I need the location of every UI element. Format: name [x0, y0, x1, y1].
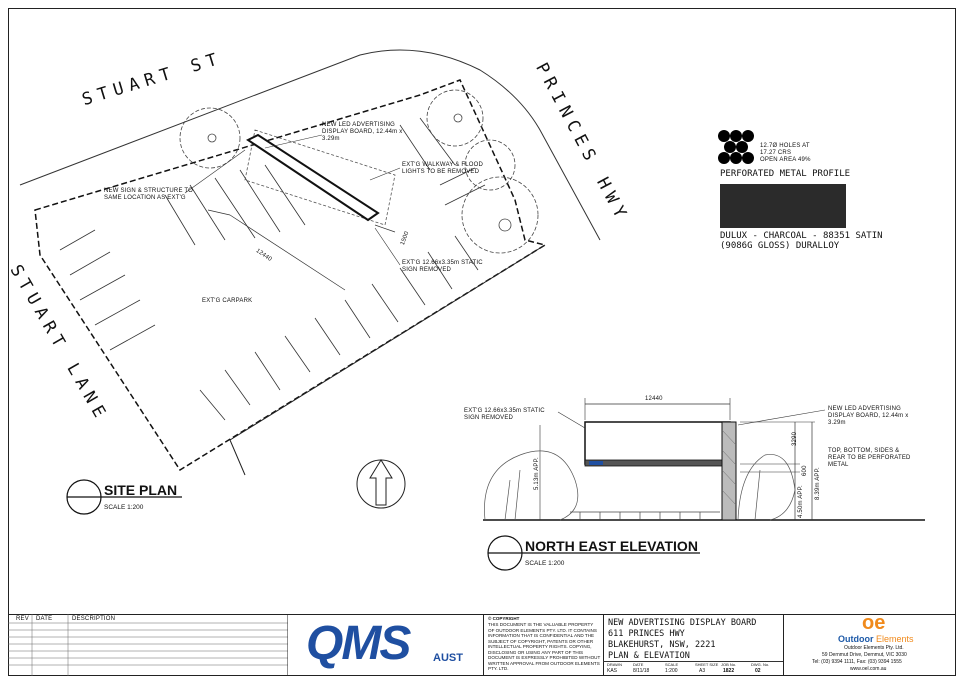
rev-col: REV [16, 616, 29, 622]
copyright-head: © COPYRIGHT [488, 616, 520, 621]
elevation-scale: SCALE 1:200 [525, 560, 565, 567]
trees-site [179, 89, 539, 254]
copyright-text: THIS DOCUMENT IS THE VALUABLE PROPERTY O… [488, 622, 601, 671]
qms-logo-sub: AUST [433, 652, 463, 664]
note-new-sign: NEW SIGN & STRUCTURE TO SAME LOCATION AS… [104, 188, 194, 201]
elev-dim-board-h: 3290 [792, 431, 798, 446]
dim-line-length [229, 214, 346, 291]
qms-logo-text: QMS [306, 617, 411, 670]
drawn-value: KAS [607, 668, 618, 674]
leader-lines [184, 134, 401, 266]
job-value: 1822 [723, 668, 735, 674]
perforated-metal-icon [718, 130, 754, 164]
scale-value: 1:200 [665, 668, 678, 674]
elev-dim-total: 8.39m APP. [815, 467, 821, 500]
date-col: DATE [36, 616, 53, 622]
elev-dim-pole: 4.50m APP. [798, 485, 804, 518]
elev-board [584, 421, 731, 465]
job-label: JOB No. [721, 662, 737, 667]
sheet-label: SHEET SIZE [695, 662, 719, 667]
elev-pole [721, 421, 737, 521]
ext-walkway [244, 129, 396, 226]
revision-table: REV DATE DESCRIPTION [8, 614, 288, 676]
parking-bays [59, 117, 486, 421]
site-boundary [34, 79, 547, 472]
project-title: NEW ADVERTISING DISPLAY BOARD 611 PRINCE… [608, 618, 757, 662]
road-edge [19, 49, 601, 241]
elev-note-static: EXT'G 12.66x3.35m STATIC SIGN REMOVED [464, 408, 545, 421]
dim-line-offset [374, 224, 396, 233]
outdoor-elements-logo: oe Outdoor Elements Outdoor Elements Pty… [784, 612, 956, 676]
note-static-sign: EXT'G 12.66x3.35m STATIC SIGN REMOVED [402, 260, 483, 273]
elevation-title-mark [487, 535, 700, 571]
note-walkway: EXT'G WALKWAY & FLOOD LIGHTS TO BE REMOV… [402, 162, 484, 175]
elev-dim-gap: 600 [802, 465, 808, 476]
oe-phone: Tel: (03) 9394 1111, Fax: (03) 9394 1555 [812, 659, 902, 665]
description-col: DESCRIPTION [72, 616, 116, 622]
dwg-value: 02 [755, 668, 761, 674]
elev-dim-width: 12440 [645, 396, 663, 402]
site-plan-scale: SCALE 1:200 [104, 504, 144, 511]
date-label: DATE [633, 662, 644, 667]
note-new-board: NEW LED ADVERTISING DISPLAY BOARD, 12.44… [322, 122, 403, 142]
profile-swatch [720, 184, 846, 228]
qms-logo: QMS AUST [298, 617, 478, 670]
oe-brand-a: Outdoor [838, 634, 874, 644]
drawn-label: DRAWN [607, 662, 622, 667]
note-carpark: EXT'G CARPARK [202, 298, 253, 304]
scale-label: SCALE [665, 662, 679, 667]
dwg-label: DWG. No. [751, 662, 770, 667]
drawing-sheet [8, 8, 956, 676]
oe-address: 59 Dernmut Drive, Dernmut, VIC 3030 [822, 652, 907, 658]
site-plan-title-mark [66, 479, 182, 515]
elev-dim-left: 5.13m APP. [534, 457, 540, 490]
profile-title: PERFORATED METAL PROFILE [720, 169, 851, 179]
north-arrow [356, 459, 406, 509]
carpark-edge [229, 244, 546, 476]
elevation-drawing [483, 398, 925, 521]
oe-web: www.oel.com.au [850, 666, 887, 672]
sheet-value: A3 [699, 668, 706, 674]
elev-note-new-board: NEW LED ADVERTISING DISPLAY BOARD, 12.44… [828, 406, 909, 426]
drawing-fields: DRAWN KAS DATE 8/11/18 SCALE 1:200 SHEET… [603, 661, 783, 677]
date-value: 8/11/18 [633, 668, 650, 674]
profile-finish: DULUX - CHARCOAL - 88351 SATIN (9086G GL… [720, 231, 883, 252]
oe-company: Outdoor Elements Pty. Ltd. [844, 645, 904, 651]
elevation-title: NORTH EAST ELEVATION [525, 538, 698, 554]
oe-icon: oe [862, 612, 886, 634]
elev-note-perforated: TOP, BOTTOM, SIDES & REAR TO BE PERFORAT… [828, 448, 911, 468]
oe-brand-b: Elements [876, 634, 914, 644]
new-board-plan [246, 133, 380, 222]
title-block: REV DATE DESCRIPTION QMS AUST © COPYRIGH… [8, 612, 956, 677]
site-plan-title: SITE PLAN [104, 482, 178, 498]
profile-holes: 12.7Ø HOLES AT 17.27 CRS OPEN AREA 49% [760, 143, 811, 163]
